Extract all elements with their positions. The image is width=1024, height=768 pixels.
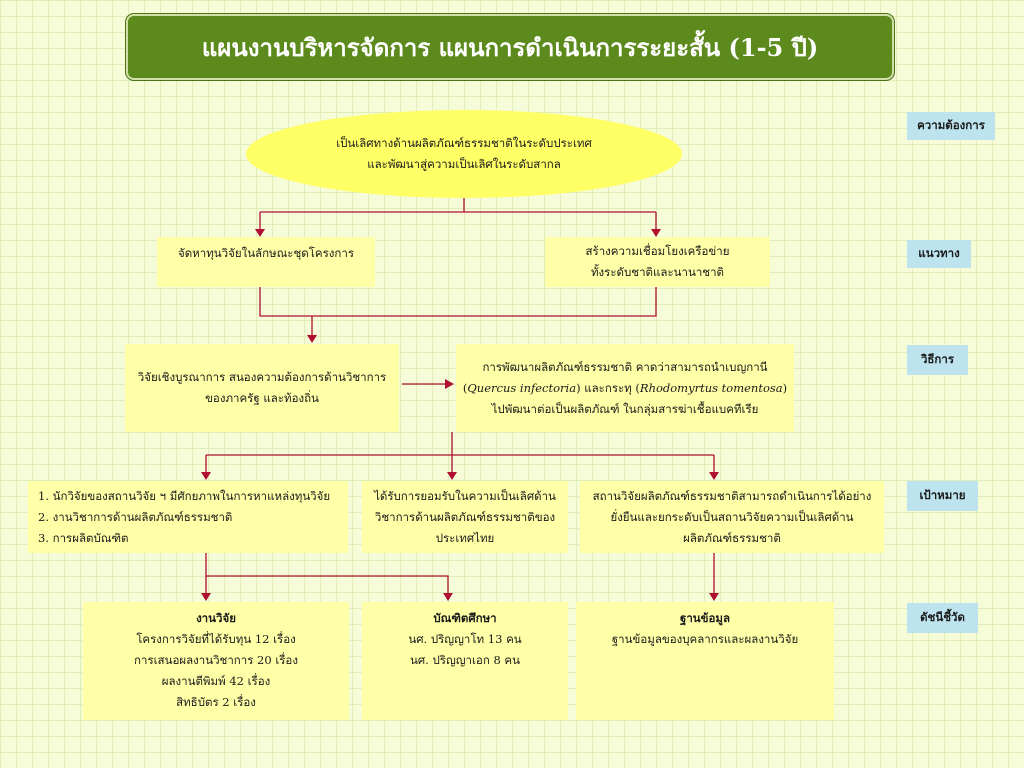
arrowhead: [445, 379, 454, 389]
method-product-line-2: (Quercus infectoria) และกระทุ (Rhodomyrt…: [463, 378, 787, 399]
label-targets: เป้าหมาย: [907, 481, 978, 511]
indicator-research-box: งานวิจัย โครงการวิจัยที่ได้รับทุน 12 เรื…: [83, 602, 349, 720]
arrowhead: [709, 593, 719, 601]
connector-target-split: [205, 432, 715, 473]
approach-funding-box: จัดหาทุนวิจัยในลักษณะชุดโครงการ: [157, 237, 375, 287]
indicator-database-box: ฐานข้อมูล ฐานข้อมูลของบุคลากรและผลงานวิจ…: [576, 602, 834, 720]
indicator-research-item: โครงการวิจัยที่ได้รับทุน 12 เรื่อง: [136, 632, 296, 646]
connector-indicator-split: [205, 553, 715, 594]
arrowhead: [201, 472, 211, 480]
approach-network-line-1: สร้างความเชื่อมโยงเครือข่าย: [585, 244, 730, 258]
label-methods: วิธีการ: [907, 345, 968, 375]
target-sustain-line-2: ยั่งยืนและยกระดับเป็นสถานวิจัยความเป็นเล…: [610, 509, 854, 524]
arrowhead: [709, 472, 719, 480]
target-recognition-line-2: วิชาการด้านผลิตภัณฑ์ธรรมชาติของ: [374, 509, 556, 524]
vision-ellipse: เป็นเลิศทางด้านผลิตภัณฑ์ธรรมชาติในระดับป…: [246, 110, 682, 198]
target-recognition-line-3: ประเทศไทย: [435, 530, 495, 545]
target-sustain-line-1: สถานวิจัยผลิตภัณฑ์ธรรมชาติสามารถดำเนินกา…: [592, 488, 872, 503]
indicator-research-heading: งานวิจัย: [196, 611, 236, 625]
target-researchers-box: 1. นักวิจัยของสถานวิจัย ฯ มีศักยภาพในการ…: [28, 481, 348, 553]
target-item-2: 2. งานวิชาการด้านผลิตภัณฑ์ธรรมชาติ: [38, 509, 233, 524]
target-sustainability-box: สถานวิจัยผลิตภัณฑ์ธรรมชาติสามารถดำเนินกา…: [580, 481, 884, 553]
target-item-3: 3. การผลิตบัณฑิต: [38, 530, 129, 545]
approach-network-line-2: ทั้งระดับชาติและนานาชาติ: [590, 265, 725, 279]
connector-approach-merge: [259, 287, 657, 336]
method-product-development-box: การพัฒนาผลิตภัณฑ์ธรรมชาติ คาดว่าสามารถนำ…: [456, 344, 794, 432]
arrowhead: [443, 593, 453, 601]
approach-network-box: สร้างความเชื่อมโยงเครือข่าย ทั้งระดับชาต…: [545, 237, 770, 287]
connector-vision-split: [259, 198, 657, 230]
indicator-database-heading: ฐานข้อมูล: [679, 611, 731, 625]
indicator-research-item: การเสนอผลงานวิชาการ 20 เรื่อง: [134, 653, 298, 667]
species-join: ) และกระทุ (: [576, 380, 640, 395]
page-title: แผนงานบริหารจัดการ แผนการดำเนินการระยะสั…: [126, 14, 894, 80]
indicator-graduates-item: นศ. ปริญญาโท 13 คน: [408, 632, 522, 646]
method-product-line-1: การพัฒนาผลิตภัณฑ์ธรรมชาติ คาดว่าสามารถนำ…: [482, 359, 768, 374]
species-quercus: Quercus infectoria: [467, 380, 577, 395]
indicator-graduates-item: นศ. ปริญญาเอก 8 คน: [410, 653, 520, 667]
target-item-1: 1. นักวิจัยของสถานวิจัย ฯ มีศักยภาพในการ…: [38, 488, 331, 503]
arrowhead: [651, 229, 661, 237]
indicator-graduates-box: บัณฑิตศึกษา นศ. ปริญญาโท 13 คน นศ. ปริญญ…: [362, 602, 568, 720]
arrowhead: [447, 472, 457, 480]
method-integrated-line-2: ของภาครัฐ และท้องถิ่น: [205, 391, 319, 405]
indicator-research-item: ผลงานตีพิมพ์ 42 เรื่อง: [161, 674, 271, 688]
indicator-graduates-heading: บัณฑิตศึกษา: [433, 611, 497, 625]
label-indicators: ดัชนีชี้วัด: [907, 603, 978, 633]
indicator-research-item: สิทธิบัตร 2 เรื่อง: [176, 695, 256, 709]
arrowhead: [255, 229, 265, 237]
arrowhead: [201, 593, 211, 601]
vision-line-2: และพัฒนาสู่ความเป็นเลิศในระดับสากล: [367, 157, 561, 171]
target-recognition-box: ได้รับการยอมรับในความเป็นเลิศด้าน วิชากา…: [362, 481, 568, 553]
vision-line-1: เป็นเลิศทางด้านผลิตภัณฑ์ธรรมชาติในระดับป…: [336, 136, 592, 150]
label-approach: แนวทาง: [907, 240, 971, 268]
paren-open: (: [462, 380, 468, 395]
method-integrated-research-box: วิจัยเชิงบูรณาการ สนองความต้องการด้านวิช…: [125, 344, 399, 432]
paren-close: ): [782, 380, 788, 395]
method-integrated-line-1: วิจัยเชิงบูรณาการ สนองความต้องการด้านวิช…: [137, 370, 387, 384]
arrowhead: [307, 335, 317, 343]
approach-funding-text: จัดหาทุนวิจัยในลักษณะชุดโครงการ: [177, 246, 355, 260]
method-product-line-3: ไปพัฒนาต่อเป็นผลิตภัณฑ์ ในกลุ่มสารฆ่าเชื…: [491, 401, 759, 416]
species-rhodomyrtus: Rhodomyrtus tomentosa: [639, 380, 783, 395]
target-recognition-line-1: ได้รับการยอมรับในความเป็นเลิศด้าน: [374, 488, 556, 503]
label-needs: ความต้องการ: [907, 112, 995, 140]
indicator-database-item: ฐานข้อมูลของบุคลากรและผลงานวิจัย: [611, 632, 799, 646]
target-sustain-line-3: ผลิตภัณฑ์ธรรมชาติ: [683, 530, 781, 545]
